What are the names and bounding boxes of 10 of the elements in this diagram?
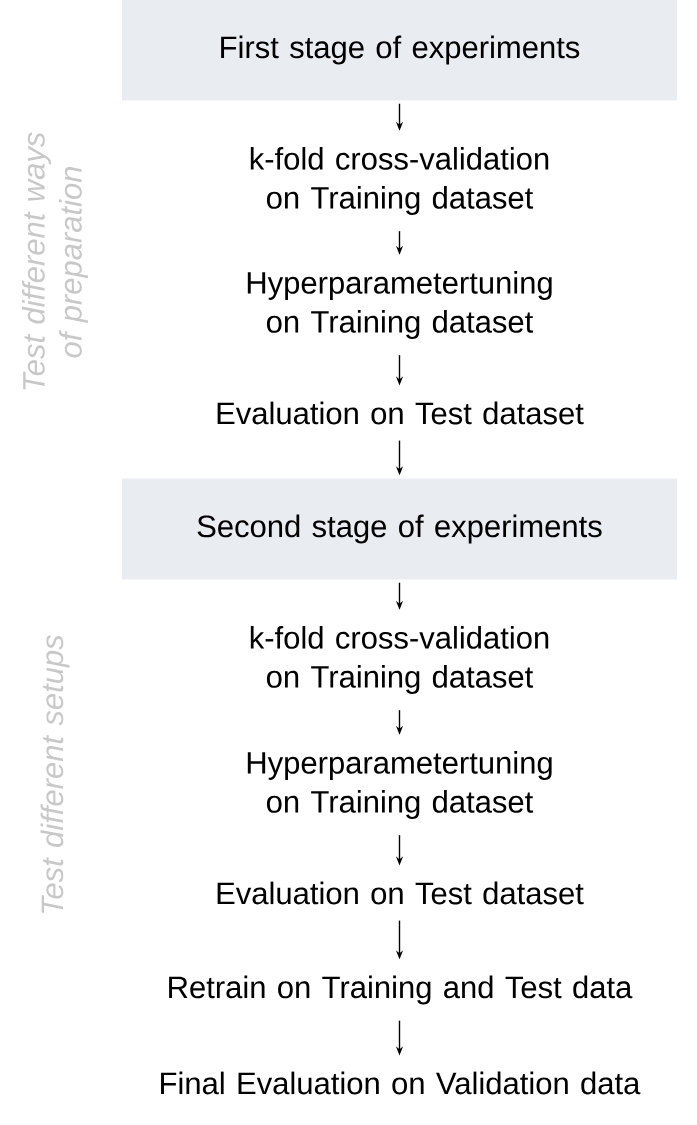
stage-band: First stage of experiments [122,0,677,101]
step-text: Hyperparametertuning on Training dataset [247,751,552,819]
step-text: Evaluation on Test dataset [217,401,584,425]
step-text: k-fold cross-validation on Training dataset [250,626,549,694]
stage-band: Second stage of experiments [122,478,677,580]
step-text: Evaluation on Test dataset [217,881,584,905]
step-text: k-fold cross-validation on Training dataset [250,147,549,215]
step-text: Retrain on Training and Test data [169,975,633,1005]
step-text: Hyperparametertuning on Training dataset [247,271,552,339]
step-text: Final Evaluation on Validation data [161,1071,641,1095]
